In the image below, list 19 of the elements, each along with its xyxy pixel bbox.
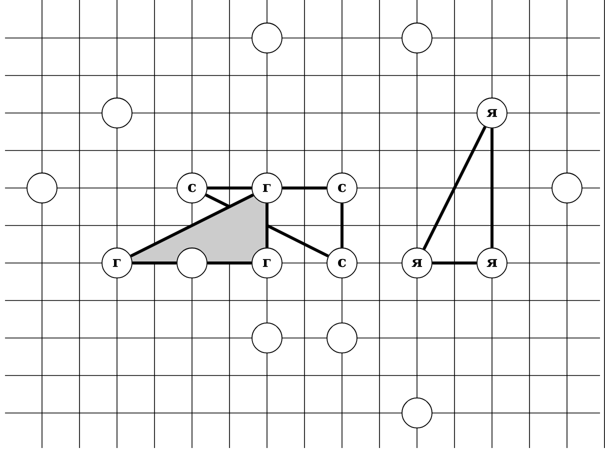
line-segment [130,194,254,258]
line-segment [207,261,252,264]
empty-circle [552,172,582,204]
line-segment [432,261,477,264]
empty-circle [26,172,58,204]
empty-circle [176,248,208,278]
line-segment [340,203,344,248]
empty-circle [402,398,432,428]
line-segment [266,203,268,248]
empty-circle [252,22,282,54]
empty-circle [102,98,132,128]
line-segment [422,126,486,250]
empty-circle [326,322,358,354]
empty-circle [402,22,432,54]
line-segment [132,261,177,264]
line-segment [282,186,327,190]
line-segment [207,186,252,190]
line-segment [490,128,494,248]
empty-circle [252,322,282,354]
